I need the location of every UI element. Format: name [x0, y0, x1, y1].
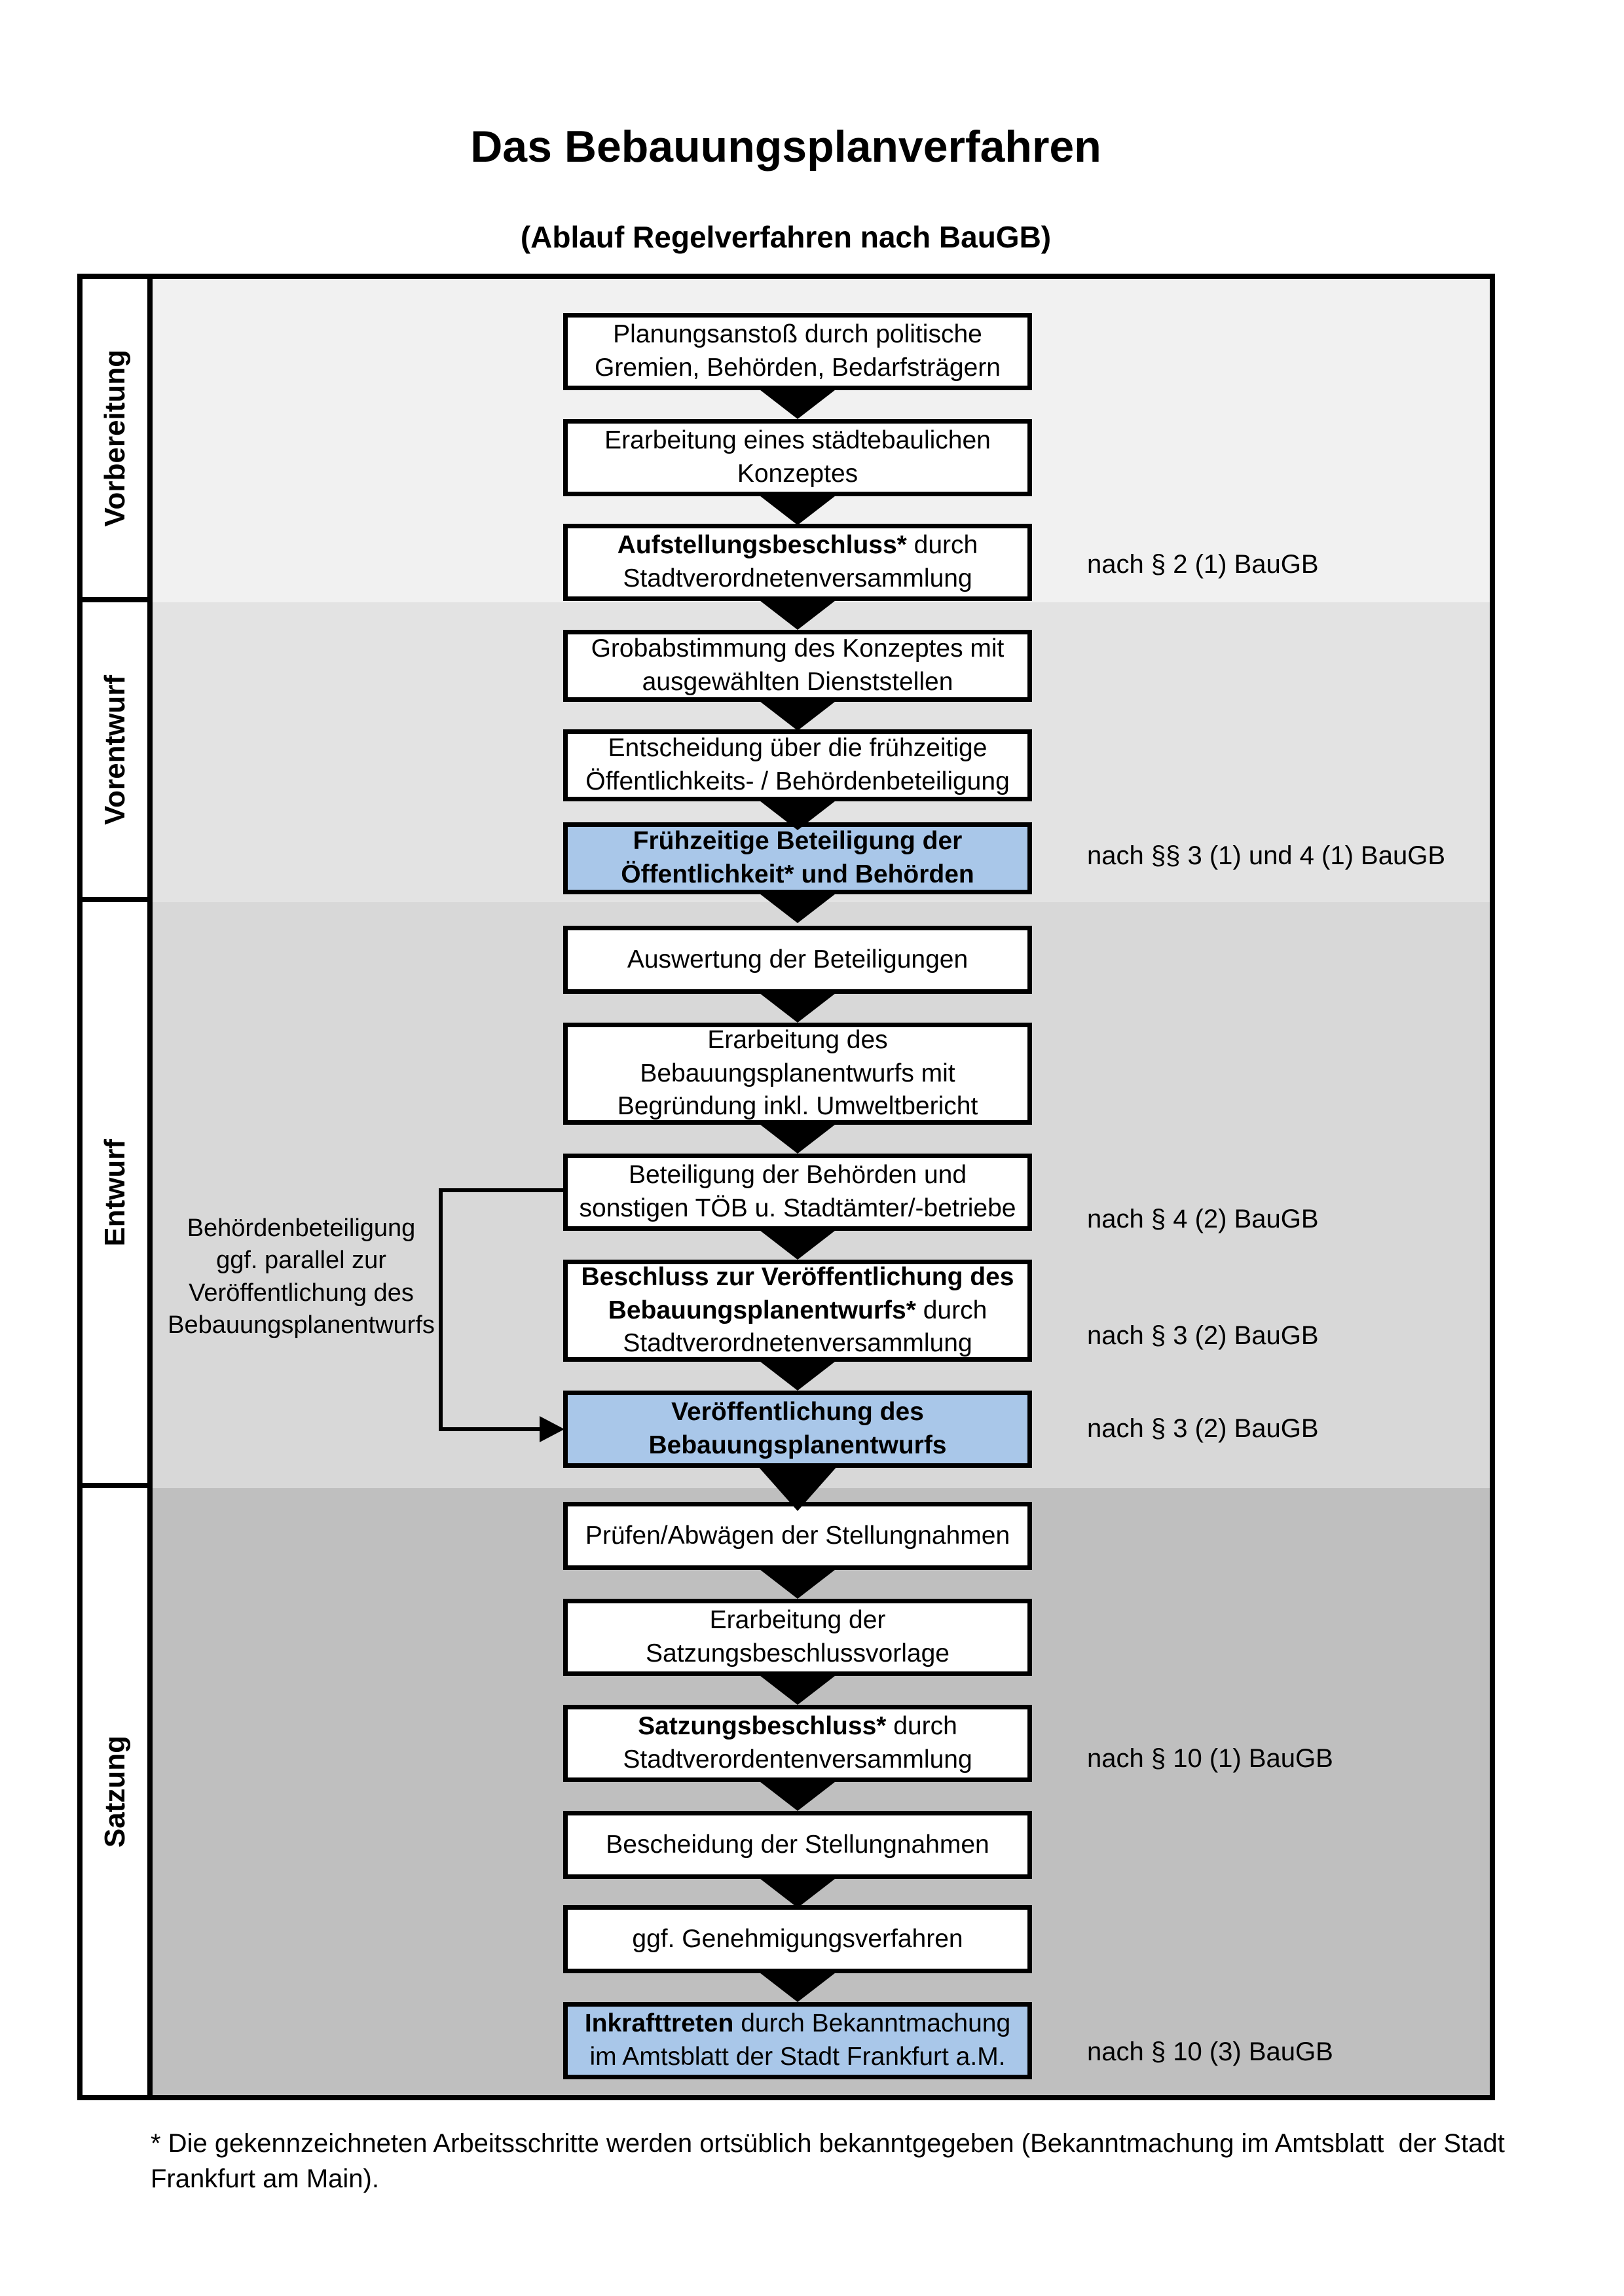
step-box-entscheidung-beteiligung: Entscheidung über die frühzeitige Öffent… [563, 729, 1032, 801]
step-text: Frühzeitige Beteiligung der [633, 827, 963, 856]
step-text: Aufstellungsbeschluss* durch [617, 531, 978, 560]
step-box-veroeffentlichung-entwurf: Veröffentlichung des Bebauungsplanentwur… [563, 1391, 1032, 1468]
side-note-line: Veröffentlichung des [189, 1279, 414, 1307]
step-box-pruefen-abwaegen: Prüfen/Abwägen der Stellungnahmen [563, 1502, 1032, 1570]
step-text: Stadtverordnetenversammlung [623, 564, 972, 592]
side-note-line: Bebauungsplanentwurfs [168, 1311, 435, 1339]
parallel-connector-arrowhead-icon [540, 1416, 564, 1442]
step-text: Öffentlichkeit* und Behörden [621, 860, 974, 888]
flow-arrow-down-icon [757, 1779, 838, 1811]
step-box-beschluss-veroeffentlichung: Beschluss zur Veröffentlichung des Bebau… [563, 1260, 1032, 1362]
phase-label-vorentwurf: Vorentwurf [98, 674, 131, 825]
footnote: * Die gekennzeichneten Arbeitsschritte w… [151, 2129, 1505, 2193]
legal-annotation: nach §§ 3 (1) und 4 (1) BauGB [1087, 841, 1445, 870]
phase-label-vorbereitung: Vorbereitung [98, 349, 131, 527]
flow-arrow-down-icon [757, 1359, 838, 1391]
step-text: sonstigen TÖB u. Stadtämter/-betriebe [579, 1194, 1016, 1222]
flow-arrow-down-icon [757, 892, 838, 923]
legal-annotation: nach § 2 (1) BauGB [1087, 550, 1319, 579]
step-text: Erarbeitung des [707, 1025, 888, 1054]
step-box-bescheidung-stellungnahmen: Bescheidung der Stellungnahmen [563, 1811, 1032, 1879]
step-box-planungsanstoss: Planungsanstoß durch politische Gremien,… [563, 313, 1032, 390]
parallel-connector-bottom-line [439, 1427, 541, 1431]
flow-arrow-down-icon [757, 1971, 838, 2002]
step-text: Planungsanstoß durch politische [613, 320, 982, 349]
step-box-inkrafttreten: Inkrafttreten durch Bekanntmachung im Am… [563, 2002, 1032, 2079]
flow-arrow-down-icon [757, 494, 838, 525]
flow-arrow-down-icon [757, 1465, 838, 1511]
step-box-genehmigungsverfahren: ggf. Genehmigungsverfahren [563, 1905, 1032, 1973]
step-text: Entscheidung über die frühzeitige [608, 734, 987, 763]
step-box-aufstellungsbeschluss: Aufstellungsbeschluss* durch Stadtverord… [563, 524, 1032, 601]
step-text: Öffentlichkeits- / Behördenbeteiligung [585, 767, 1010, 795]
parallel-connector-top-line [439, 1188, 563, 1192]
step-text: Bebauungsplanentwurfs [648, 1431, 947, 1459]
flow-arrow-down-icon [757, 1122, 838, 1154]
step-box-satzungsbeschlussvorlage: Erarbeitung der Satzungsbeschlussvorlage [563, 1599, 1032, 1676]
legal-annotation: nach § 10 (1) BauGB [1087, 1744, 1333, 1773]
step-text: Stadtverordnetenversammlung [623, 1329, 972, 1358]
flow-arrow-down-icon [757, 1876, 838, 1908]
step-text: Veröffentlichung des [671, 1398, 924, 1427]
side-note-line: ggf. parallel zur [216, 1247, 386, 1275]
step-box-erarbeitung-bebauungsplanentwurf: Erarbeitung des Bebauungsplanentwurfs mi… [563, 1023, 1032, 1125]
step-text: Prüfen/Abwägen der Stellungnahmen [585, 1521, 1010, 1550]
step-box-auswertung-beteiligungen: Auswertung der Beteiligungen [563, 926, 1032, 994]
step-text: Satzungsbeschluss* durch [638, 1712, 957, 1741]
step-text: Inkrafttreten durch Bekanntmachung [584, 2009, 1011, 2038]
step-box-beteiligung-behoerden-toeb: Beteiligung der Behörden und sonstigen T… [563, 1154, 1032, 1231]
step-box-grobabstimmung: Grobabstimmung des Konzeptes mit ausgewä… [563, 630, 1032, 702]
step-box-fruehzeitige-beteiligung: Frühzeitige Beteiligung der Öffentlichke… [563, 822, 1032, 894]
step-box-satzungsbeschluss: Satzungsbeschluss* durch Stadtverordente… [563, 1705, 1032, 1782]
page-title: Das Bebauungsplanverfahren [470, 122, 1101, 172]
step-text: Gremien, Behörden, Bedarfsträgern [594, 354, 1001, 382]
step-text: Erarbeitung eines städtebaulichen [604, 426, 991, 455]
flow-arrow-down-icon [757, 1567, 838, 1599]
legal-annotation: nach § 4 (2) BauGB [1087, 1205, 1319, 1233]
flow-arrow-down-icon [757, 1673, 838, 1705]
flow-arrow-down-icon [757, 1228, 838, 1260]
flow-arrow-down-icon [757, 388, 838, 419]
flow-arrow-down-icon [757, 991, 838, 1023]
step-text: Beteiligung der Behörden und [628, 1161, 967, 1190]
side-note-parallel-beteiligung: Behördenbeteiligung ggf. parallel zur Ve… [157, 1212, 445, 1342]
phase-cell-satzung: Satzung [83, 1488, 153, 2095]
step-text: ggf. Genehmigungsverfahren [632, 1924, 963, 1953]
step-text: Erarbeitung der [709, 1606, 886, 1635]
step-text: Bescheidung der Stellungnahmen [606, 1830, 989, 1859]
step-text: Auswertung der Beteiligungen [627, 945, 969, 974]
step-text: Beschluss zur Veröffentlichung des [581, 1262, 1014, 1291]
step-text: Konzeptes [737, 460, 858, 488]
legal-annotation: nach § 10 (3) BauGB [1087, 2037, 1333, 2066]
step-text: Grobabstimmung des Konzeptes mit [591, 634, 1005, 663]
step-text: ausgewählten Dienststellen [642, 668, 953, 696]
legal-annotation: nach § 3 (2) BauGB [1087, 1414, 1319, 1443]
parallel-connector-vertical-line [439, 1190, 443, 1431]
flow-arrow-down-icon [757, 699, 838, 731]
phase-label-satzung: Satzung [98, 1735, 131, 1848]
flow-arrow-down-icon [757, 598, 838, 630]
phase-label-entwurf: Entwurf [98, 1139, 131, 1247]
phase-cell-vorbereitung: Vorbereitung [83, 279, 153, 602]
step-text: Stadtverordentenversammlung [623, 1745, 972, 1774]
flow-arrow-down-icon [757, 799, 838, 830]
step-box-staedtebauliches-konzept: Erarbeitung eines städtebaulichen Konzep… [563, 419, 1032, 496]
step-text: Bebauungsplanentwurfs* durch [608, 1296, 987, 1324]
step-text: im Amtsblatt der Stadt Frankfurt a.M. [589, 2043, 1006, 2071]
step-text: Bebauungsplanentwurfs mit [640, 1059, 955, 1087]
phase-cell-entwurf: Entwurf [83, 902, 153, 1488]
phase-cell-vorentwurf: Vorentwurf [83, 602, 153, 902]
legal-annotation: nach § 3 (2) BauGB [1087, 1321, 1319, 1350]
step-text: Satzungsbeschlussvorlage [646, 1639, 950, 1667]
step-text: Begründung inkl. Umweltbericht [617, 1092, 978, 1121]
page-subtitle: (Ablauf Regelverfahren nach BauGB) [520, 220, 1052, 254]
side-note-line: Behördenbeteiligung [187, 1214, 416, 1242]
